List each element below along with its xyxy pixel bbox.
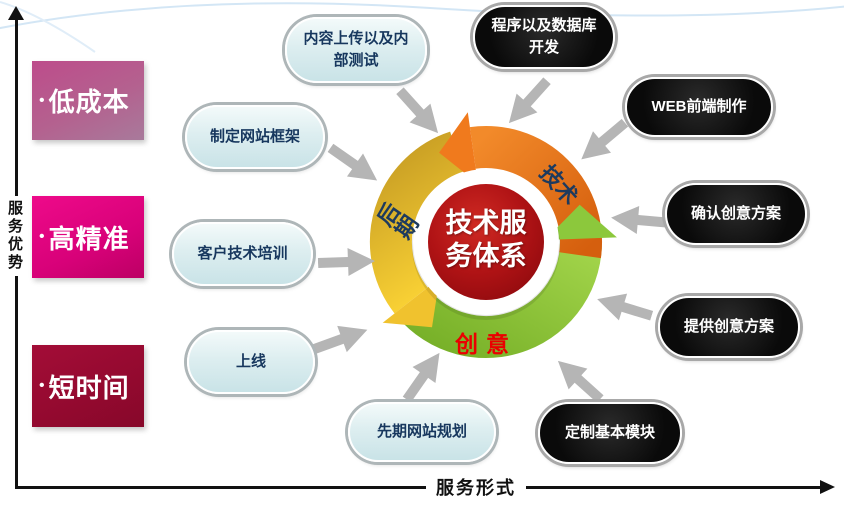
advantage-label: 短时间 xyxy=(48,372,130,403)
bullet-icon: • xyxy=(39,91,45,109)
bubble-customer-training: 客户技术培训 xyxy=(172,222,313,286)
ring-segment-creative xyxy=(397,237,602,358)
cycle-ring-diagram xyxy=(369,112,617,358)
arrow-from-provide-plan-icon xyxy=(590,284,656,330)
bubble-label: 客户技术培训 xyxy=(197,245,288,263)
arrow-from-web-frontend-icon xyxy=(569,111,634,173)
bubble-label: 先期网站规划 xyxy=(376,423,467,441)
ring-arrowtip-creative xyxy=(544,204,617,240)
arrow-from-customer-training-icon xyxy=(317,246,378,278)
bubble-preliminary-planning: 先期网站规划 xyxy=(348,402,496,462)
arrow-from-content-upload-icon xyxy=(389,81,451,146)
bubble-content-upload-testing: 内容上传以及内部测试 xyxy=(285,17,427,83)
bubble-confirm-creative-plan: 确认创意方案 xyxy=(665,183,807,245)
x-axis-label: 服务形式 xyxy=(426,474,526,500)
advantage-box-low-cost: • 低成本 xyxy=(32,61,144,140)
advantage-box-short-time: • 短时间 xyxy=(32,345,144,427)
arrow-from-custom-modules-icon xyxy=(546,348,611,410)
bubble-provide-creative-plan: 提供创意方案 xyxy=(658,296,800,358)
center-circle xyxy=(428,184,544,300)
ring-segment-later-stage xyxy=(369,131,464,314)
bubble-website-framework: 制定网站框架 xyxy=(185,105,325,169)
bubble-label: 上线 xyxy=(235,353,266,371)
x-axis-line xyxy=(15,486,822,489)
y-axis-label: 服务优势 xyxy=(3,196,26,276)
bullet-icon: • xyxy=(39,377,45,394)
background-curve-decoration xyxy=(0,1,844,53)
y-axis-arrowhead-icon xyxy=(8,6,24,20)
arrow-from-preliminary-planning-icon xyxy=(395,342,454,408)
bubble-label: WEB前端制作 xyxy=(651,98,747,116)
arrow-from-go-live-icon xyxy=(309,315,376,364)
x-axis-arrowhead-icon xyxy=(820,480,835,494)
ring-arrowtip-later-stage xyxy=(382,278,440,328)
bubble-label: 提供创意方案 xyxy=(683,318,774,336)
bubble-label: 制定网站框架 xyxy=(209,128,300,146)
bullet-icon: • xyxy=(39,228,45,245)
arrow-from-confirm-plan-icon xyxy=(607,202,669,237)
bubble-go-live: 上线 xyxy=(187,330,315,394)
advantage-box-high-precision: • 高精准 xyxy=(32,196,144,278)
advantage-label: 低成本 xyxy=(48,87,130,117)
ring-arrowtip-technology xyxy=(439,112,478,184)
center-title-line2: 务体系 xyxy=(445,240,527,271)
bubble-label: 定制基本模块 xyxy=(564,424,655,442)
center-title-line1: 技术服 xyxy=(445,208,527,238)
arrow-from-program-database-icon xyxy=(496,71,558,136)
bubble-program-database-dev: 程序以及数据库开发 xyxy=(473,5,615,69)
bubble-label: 内容上传以及内部测试 xyxy=(303,30,409,69)
advantage-label: 高精准 xyxy=(48,223,130,254)
center-title: 技术服 务体系 xyxy=(427,207,545,273)
arrow-from-website-framework-icon xyxy=(322,136,388,195)
bubble-custom-basic-modules: 定制基本模块 xyxy=(538,402,682,464)
bubble-label: 程序以及数据库开发 xyxy=(491,17,597,56)
ring-label-creative: 创意 xyxy=(455,331,517,357)
bubble-web-frontend: WEB前端制作 xyxy=(625,77,773,137)
bubble-label: 确认创意方案 xyxy=(690,205,781,223)
